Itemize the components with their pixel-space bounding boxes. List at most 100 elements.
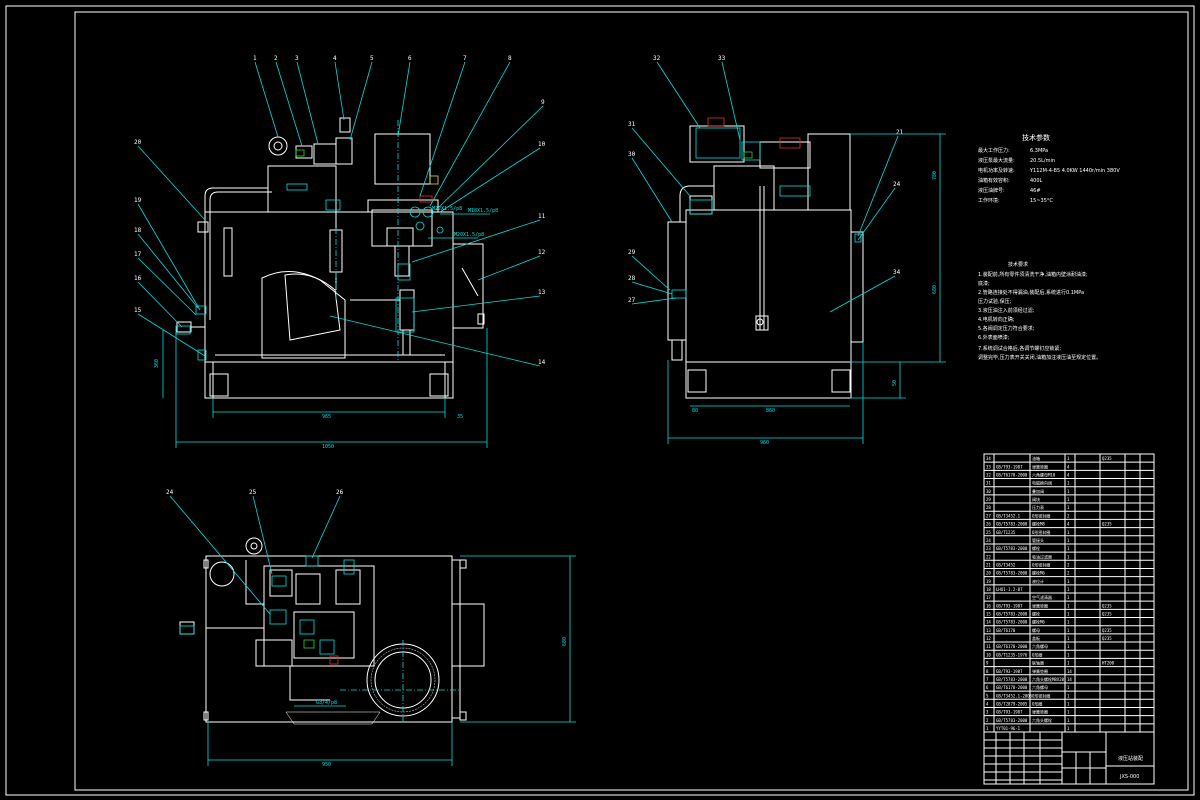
bom-cell-no: 26 xyxy=(986,522,991,527)
bom-cell-name: 螺母 xyxy=(1032,627,1040,633)
bom-cell-no: 6 xyxy=(986,685,989,690)
top-dimensions: 950 680 xyxy=(207,555,576,768)
bom-cell-qty: 1 xyxy=(1067,456,1070,461)
front-dim-left: 360 xyxy=(154,359,160,368)
title-block: 液压站装配 JXS-000 xyxy=(983,731,1155,785)
front-dim-right: 35 xyxy=(457,414,463,420)
callout-14: 14 xyxy=(538,359,546,366)
bom-cell-name: O形密封圈 xyxy=(1032,561,1050,567)
bom-cell-no: 34 xyxy=(986,456,991,461)
bom-cell-mat: Q235 xyxy=(1102,636,1112,641)
bom-cell-name: 六角头螺栓 xyxy=(1032,717,1052,723)
bom-cell-mat: Q235 xyxy=(1102,628,1112,633)
bom-cell-code: GB/T93-1987 xyxy=(996,669,1023,674)
motor-body xyxy=(374,133,431,185)
note-3: 压力试验,保压; xyxy=(978,298,1012,305)
note-8: 7.系统调试合格后,各调节螺钉应锁紧; xyxy=(978,345,1061,352)
callout-33: 33 xyxy=(718,55,726,62)
top-tank-outline xyxy=(205,555,453,723)
callout-10: 10 xyxy=(538,141,546,148)
bom-cell-code: GB/T3452.1 xyxy=(996,513,1021,518)
bom-cell-code: GB/T5783-2000 xyxy=(996,571,1028,576)
bom-cell-code: GB/T5783-2000 xyxy=(996,522,1028,527)
side-callout-labels: 32 33 31 30 29 28 27 21 24 34 xyxy=(628,55,904,304)
bom-cell-code: GB/T1235 xyxy=(996,530,1016,535)
callout-28: 28 xyxy=(628,275,636,282)
bom-cell-qty: 1 xyxy=(1067,701,1070,706)
bom-cell-no: 9 xyxy=(986,661,989,666)
bom-cell-no: 12 xyxy=(986,636,991,641)
side-dim-inner: 860 xyxy=(766,408,775,414)
bom-cell-no: 31 xyxy=(986,481,991,486)
bom-cell-qty: 1 xyxy=(1067,636,1070,641)
callout-16: 16 xyxy=(134,275,142,282)
bom-cell-code: GB/T6170-2000 xyxy=(996,685,1028,690)
bom-cell-qty: 1 xyxy=(1067,661,1070,666)
bom-cell-qty: 1 xyxy=(1067,685,1070,690)
front-baffle xyxy=(261,271,346,359)
front-callout-labels: 1 2 3 4 5 6 7 8 9 10 11 12 13 14 20 19 1… xyxy=(134,55,546,366)
side-view xyxy=(667,117,864,399)
bom-cell-code: GB/T5783-2000 xyxy=(996,546,1028,551)
bom-cell-name: O形密封圈 xyxy=(1032,692,1050,698)
bom-cell-qty: 1 xyxy=(1067,579,1070,584)
bom-cell-name: 螺栓M8 xyxy=(1032,521,1045,527)
outer-border xyxy=(5,5,1195,796)
bom-cell-name: 吸油过滤器 xyxy=(1032,553,1052,559)
callout-8: 8 xyxy=(508,55,512,62)
callout-30: 30 xyxy=(628,151,636,158)
bom-cell-code: GB/T3452.1-2005 xyxy=(996,693,1033,698)
top-callout-leaders xyxy=(169,495,341,615)
bom-cell-qty: 1 xyxy=(1067,546,1070,551)
bom-cell-name: 压力表 xyxy=(1032,504,1044,510)
bom-cell-no: 8 xyxy=(986,669,989,674)
bom-cell-qty: 1 xyxy=(1067,497,1070,502)
bom-cell-no: 28 xyxy=(986,505,991,510)
top-view xyxy=(179,537,485,725)
tech-param-label-2: 电机功率及转速: xyxy=(978,167,1015,174)
callout-18: 18 xyxy=(134,227,142,234)
front-dim-inner: 965 xyxy=(322,414,331,420)
callout-34: 34 xyxy=(893,269,901,276)
bom-cell-qty: 1 xyxy=(1067,693,1070,698)
bom-cell-qty: 1 xyxy=(1067,595,1070,600)
note-0: 1.装配前,所有零件须清洗干净,油箱内壁涂耐油漆; xyxy=(978,271,1088,278)
bom-cell-name: 电磁换向阀 xyxy=(1032,480,1052,486)
bom-cell-name: 管接头 xyxy=(1032,537,1044,543)
bom-cell-code: GB/T93-1987 xyxy=(996,464,1023,469)
bom-cell-qty: 2 xyxy=(1067,571,1070,576)
bom-cell-no: 3 xyxy=(986,710,989,715)
bom-cell-name: 六角螺母 xyxy=(1032,684,1048,690)
front-tank-base xyxy=(204,361,454,399)
bom-cell-no: 13 xyxy=(986,628,991,633)
tech-param-label-3: 油箱有效容积: xyxy=(978,177,1010,184)
bom-cell-name: 叠加阀 xyxy=(1032,488,1044,494)
bom-cell-code: GB/T5783-2000 xyxy=(996,677,1028,682)
bom-cell-code: GB/T93-1987 xyxy=(996,710,1023,715)
callout-3: 3 xyxy=(295,55,299,62)
bom-cell-name: 液位计 xyxy=(1032,578,1044,584)
bom-cell-name: 螺栓 xyxy=(1032,545,1040,551)
bom-cell-qty: 1 xyxy=(1067,620,1070,625)
bom-cell-qty: 1 xyxy=(1067,587,1070,592)
bom-cell-qty: 1 xyxy=(1067,644,1070,649)
bom-cell-qty: 4 xyxy=(1067,464,1070,469)
side-dim-h2: 680 xyxy=(932,285,938,294)
front-callout-leaders xyxy=(137,61,544,367)
bom-cell-code: GB/T6170 xyxy=(996,628,1016,633)
callout-4: 4 xyxy=(333,55,337,62)
bom-cell-mat: Q235 xyxy=(1102,612,1112,617)
bom-cell-code: YYT01-96-1 xyxy=(996,726,1021,731)
bom-cell-code: GB/T2879-2005 xyxy=(996,701,1028,706)
bom-cell-code: GB/T5783-2000 xyxy=(996,718,1028,723)
bom-cell-qty: 1 xyxy=(1067,481,1070,486)
bom-cell-name: 盖板 xyxy=(1032,635,1040,641)
tech-param-value-2: Y112M-4-B5 4.0KW 1440r/min 380V xyxy=(1029,168,1120,174)
bom-cell-qty: 4 xyxy=(1067,522,1070,527)
tech-param-value-5: 15~35°C xyxy=(1030,198,1053,204)
top-dim-right: 680 xyxy=(562,637,568,646)
callout-12: 12 xyxy=(538,249,546,256)
bom-cell-code: GB/T6170-2000 xyxy=(996,644,1028,649)
